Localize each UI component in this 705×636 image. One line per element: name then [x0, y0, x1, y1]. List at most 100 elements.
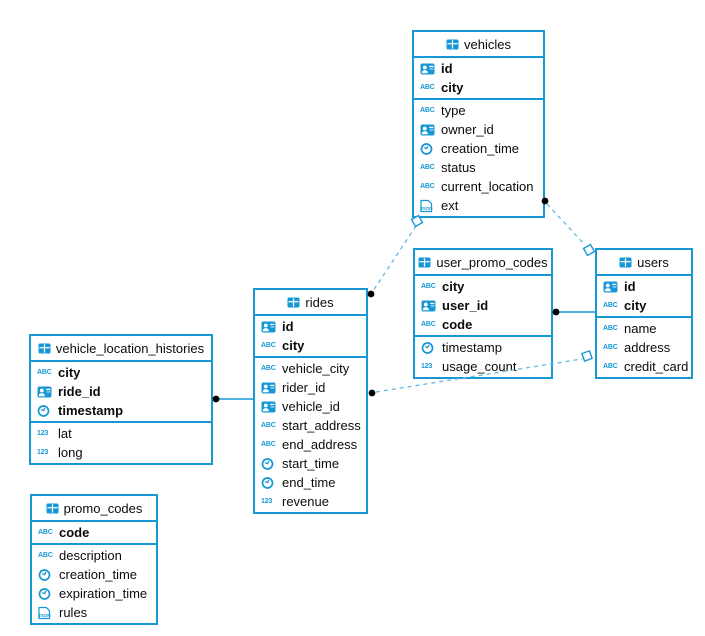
table-user-promo-codes-header[interactable]: user_promo_codes	[415, 250, 551, 276]
field-row[interactable]: vehicle_id	[255, 397, 366, 416]
field-name: rider_id	[282, 380, 326, 395]
field-row[interactable]: ABC city	[255, 336, 366, 355]
field-row[interactable]: ABC type	[414, 101, 543, 120]
table-promo-codes-header[interactable]: promo_codes	[32, 496, 156, 522]
table-users-header[interactable]: users	[597, 250, 691, 276]
abc-icon: ABC	[420, 107, 435, 114]
field-row[interactable]: ABC current_location	[414, 177, 543, 196]
fields-section: ABC type owner_id creation_time ABC stat…	[414, 100, 543, 216]
field-row[interactable]: expiration_time	[32, 584, 156, 603]
abc-icon: ABC	[603, 325, 618, 332]
table-users[interactable]: users id ABC city ABC name ABC address A…	[595, 248, 693, 379]
key-fields-section: ABC city ride_id timestamp	[31, 362, 211, 423]
field-row[interactable]: timestamp	[415, 338, 551, 357]
table-title: promo_codes	[63, 500, 143, 516]
table-user-promo-codes[interactable]: user_promo_codes ABC city user_id ABC co…	[413, 248, 553, 379]
field-name: code	[59, 525, 90, 540]
table-icon	[619, 257, 632, 268]
field-name: id	[624, 279, 636, 294]
field-row[interactable]: ABC start_address	[255, 416, 366, 435]
field-row[interactable]: 123 revenue	[255, 492, 366, 511]
abc-icon: ABC	[261, 441, 276, 448]
field-row[interactable]: ABC code	[415, 315, 551, 334]
relation-user-promo-codes-users[interactable]	[552, 308, 595, 316]
field-row[interactable]: creation_time	[414, 139, 543, 158]
field-row[interactable]: end_time	[255, 473, 366, 492]
field-row[interactable]: user_id	[415, 296, 551, 315]
connection-dot	[367, 290, 375, 298]
table-promo-codes[interactable]: promo_codes ABC code ABC description cre…	[30, 494, 158, 625]
field-name: creation_time	[441, 141, 520, 156]
clock-icon	[420, 142, 441, 155]
table-rides[interactable]: rides id ABC city ABC vehicle_city rider…	[253, 288, 368, 514]
field-row[interactable]: ABC city	[414, 78, 543, 97]
table-title: rides	[305, 294, 334, 310]
clock-icon	[421, 341, 442, 354]
field-row[interactable]: owner_id	[414, 120, 543, 139]
connection-diamond	[582, 243, 596, 257]
field-row[interactable]: id	[255, 317, 366, 336]
field-row[interactable]: ABC address	[597, 338, 691, 357]
field-name: city	[441, 80, 464, 95]
field-row[interactable]: ride_id	[31, 382, 211, 401]
field-name: long	[58, 445, 83, 460]
relation-vehicles-users[interactable]	[541, 197, 596, 257]
field-name: ride_id	[58, 384, 101, 399]
table-rides-header[interactable]: rides	[255, 290, 366, 316]
abc-icon: ABC	[38, 529, 53, 536]
field-name: end_address	[282, 437, 358, 452]
field-row[interactable]: rider_id	[255, 378, 366, 397]
field-name: start_time	[282, 456, 340, 471]
table-icon	[287, 297, 300, 308]
field-row[interactable]: ABC status	[414, 158, 543, 177]
field-row[interactable]: ABC end_address	[255, 435, 366, 454]
field-name: name	[624, 321, 657, 336]
field-row[interactable]: ABC description	[32, 546, 156, 565]
id-badge-icon	[37, 386, 58, 398]
field-name: current_location	[441, 179, 534, 194]
field-row[interactable]: id	[597, 277, 691, 296]
table-title: vehicles	[464, 36, 511, 52]
json-icon: JSON	[38, 606, 59, 620]
field-name: credit_card	[624, 359, 689, 374]
field-row[interactable]: ABC vehicle_city	[255, 359, 366, 378]
abc-icon: ABC	[603, 363, 618, 370]
field-row[interactable]: id	[414, 59, 543, 78]
field-row[interactable]: ABC code	[32, 523, 156, 542]
id-badge-icon	[420, 124, 441, 136]
key-fields-section: id ABC city	[597, 276, 691, 318]
field-row[interactable]: 123 usage_count	[415, 357, 551, 376]
field-row[interactable]: JSON ext	[414, 196, 543, 215]
field-row[interactable]: ABC credit_card	[597, 357, 691, 376]
table-icon	[46, 503, 59, 514]
field-row[interactable]: 123 long	[31, 443, 211, 462]
abc-icon: ABC	[38, 552, 53, 559]
abc-icon: ABC	[261, 342, 276, 349]
clock-icon	[261, 457, 282, 470]
field-row[interactable]: ABC city	[31, 363, 211, 382]
field-row[interactable]: start_time	[255, 454, 366, 473]
field-row[interactable]: JSON rules	[32, 603, 156, 622]
table-vehicle-location-histories-header[interactable]: vehicle_location_histories	[31, 336, 211, 362]
table-vehicle-location-histories[interactable]: vehicle_location_histories ABC city ride…	[29, 334, 213, 465]
field-row[interactable]: ABC name	[597, 319, 691, 338]
field-name: ext	[441, 198, 459, 213]
field-row[interactable]: creation_time	[32, 565, 156, 584]
relation-vehicle-location-histories-rides[interactable]	[212, 395, 254, 403]
field-row[interactable]: ABC city	[597, 296, 691, 315]
table-vehicles-header[interactable]: vehicles	[414, 32, 543, 58]
field-row[interactable]: timestamp	[31, 401, 211, 420]
connection-dot	[552, 308, 560, 316]
field-row[interactable]: ABC city	[415, 277, 551, 296]
table-title: vehicle_location_histories	[55, 340, 205, 356]
field-name: creation_time	[59, 567, 138, 582]
table-icon	[446, 39, 459, 50]
field-name: city	[58, 365, 81, 380]
table-vehicles[interactable]: vehicles id ABC city ABC type owner_id c…	[412, 30, 545, 218]
field-name: vehicle_city	[282, 361, 350, 376]
clock-icon	[37, 404, 58, 417]
field-name: expiration_time	[59, 586, 148, 601]
abc-icon: ABC	[37, 369, 52, 376]
number-icon: 123	[37, 449, 49, 456]
field-row[interactable]: 123 lat	[31, 424, 211, 443]
